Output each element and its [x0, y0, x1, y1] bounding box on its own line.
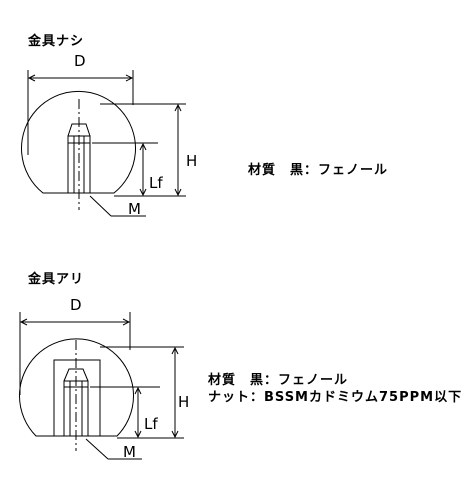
- spec-line: ナット：BSSMカドミウム75PPM以下: [208, 390, 463, 405]
- label-d: D: [74, 52, 86, 70]
- label-d-insert: D: [70, 296, 82, 314]
- spec-text-with-insert: 材質 黒：フェノール ナット：BSSMカドミウム75PPM以下: [208, 372, 462, 406]
- label-h-insert: H: [178, 393, 189, 411]
- dimension-h: [100, 103, 186, 197]
- label-h: H: [186, 152, 197, 170]
- dimension-lf-insert: [90, 386, 160, 439]
- leader-m-insert: [85, 438, 142, 460]
- spec-line: 材質 黒：フェノール: [248, 163, 389, 178]
- dimension-lf: [92, 142, 158, 197]
- section-title-with-insert: 金具アリ: [28, 272, 85, 287]
- label-m-insert: M: [123, 443, 136, 461]
- spec-text-no-insert: 材質 黒：フェノール: [248, 162, 388, 179]
- label-m: M: [128, 200, 141, 218]
- label-lf-insert: Lf: [144, 415, 158, 433]
- section-title-no-insert: 金具ナシ: [28, 34, 85, 49]
- dimension-h-insert: [100, 346, 184, 439]
- label-lf: Lf: [149, 174, 163, 192]
- insert-nut: [53, 359, 101, 437]
- leader-m: [89, 195, 146, 217]
- dimension-d-insert: [19, 312, 131, 395]
- knob-outline: [21, 90, 136, 194]
- dimension-d: [27, 70, 134, 155]
- knob-outline-insert: [19, 338, 134, 437]
- spec-line: 材質 黒：フェノール: [208, 373, 349, 388]
